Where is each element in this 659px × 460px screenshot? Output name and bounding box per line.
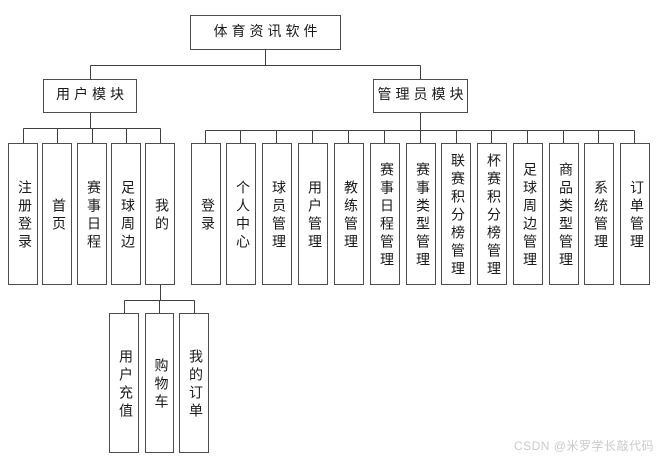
node-football-merch-mgmt: 足球周边管理 (513, 143, 543, 285)
node-player-mgmt: 球员管理 (262, 143, 292, 285)
node-label: 教练管理 (342, 180, 357, 252)
node-label: 赛事日程 (85, 180, 100, 252)
node-system-mgmt: 系统管理 (584, 143, 614, 285)
node-label: 球员管理 (270, 180, 285, 252)
node-league-standings-mgmt: 联赛积分榜管理 (441, 143, 471, 285)
node-label: 我的 (153, 198, 168, 234)
user-module-node: 用户模块 (43, 79, 137, 113)
node-label: 首页 (50, 198, 65, 234)
node-user-recharge: 用户充值 (109, 313, 139, 453)
node-football-merch: 足球周边 (111, 143, 141, 285)
node-order-mgmt: 订单管理 (620, 143, 650, 285)
csdn-watermark: CSDN @米罗学长敲代码 (513, 439, 654, 453)
node-label: 赛事日程管理 (378, 162, 393, 270)
admin-module-label: 管理员模块 (377, 88, 468, 103)
node-label: 赛事类型管理 (414, 162, 429, 270)
node-match-type-mgmt: 赛事类型管理 (406, 143, 436, 285)
node-register-login: 注册登录 (8, 143, 38, 285)
node-personal-center: 个人中心 (226, 143, 256, 285)
node-match-schedule-mgmt: 赛事日程管理 (370, 143, 400, 285)
node-label: 足球周边 (119, 180, 134, 252)
node-label: 杯赛积分榜管理 (485, 153, 500, 279)
user-module-label: 用户模块 (56, 88, 128, 103)
node-label: 足球周边管理 (521, 162, 536, 270)
node-label: 用户管理 (306, 180, 321, 252)
node-label: 系统管理 (592, 180, 607, 252)
root-node-label: 体育资讯软件 (213, 24, 322, 40)
node-label: 注册登录 (16, 180, 31, 252)
node-coach-mgmt: 教练管理 (334, 143, 364, 285)
node-match-schedule: 赛事日程 (77, 143, 107, 285)
node-label: 联赛积分榜管理 (449, 153, 464, 279)
node-label: 用户充值 (117, 349, 132, 421)
admin-module-node: 管理员模块 (373, 79, 468, 113)
node-label: 登录 (199, 198, 214, 234)
node-label: 订单管理 (628, 180, 643, 252)
node-label: 购物车 (152, 358, 168, 412)
node-product-type-mgmt: 商品类型管理 (549, 143, 579, 285)
root-node: 体育资讯软件 (190, 15, 341, 50)
node-login: 登录 (191, 143, 221, 285)
node-user-mgmt: 用户管理 (298, 143, 328, 285)
node-home: 首页 (42, 143, 72, 285)
node-label: 个人中心 (234, 180, 249, 252)
node-label: 商品类型管理 (557, 162, 572, 270)
node-mine: 我的 (145, 143, 175, 285)
node-cup-standings-mgmt: 杯赛积分榜管理 (477, 143, 507, 285)
node-my-orders: 我的订单 (179, 313, 209, 453)
node-label: 我的订单 (187, 349, 202, 421)
node-shopping-cart: 购物车 (145, 313, 174, 453)
